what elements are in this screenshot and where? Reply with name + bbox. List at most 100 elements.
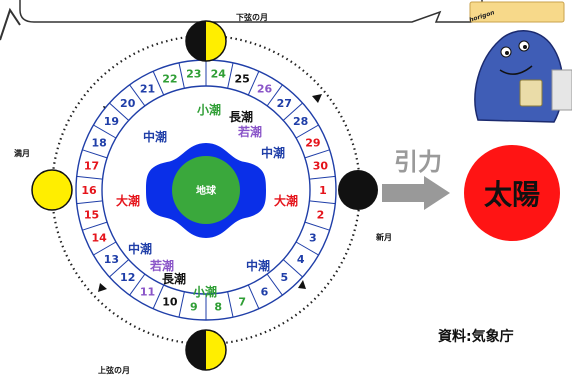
ring-divider — [93, 124, 117, 139]
ring-divider — [266, 84, 283, 107]
ring-day-number: 4 — [297, 253, 305, 266]
ring-divider — [82, 221, 108, 231]
ring-day-number: 29 — [305, 136, 320, 149]
orbit-arrow-icon — [312, 94, 322, 103]
ring-divider — [247, 71, 260, 96]
ring-day-number: 24 — [211, 68, 227, 81]
ring-day-number: 23 — [186, 68, 201, 81]
ring-divider — [109, 102, 130, 121]
third-quarter-label: 下弦の月 — [236, 12, 268, 22]
ring-day-number: 22 — [162, 73, 177, 86]
orbit-arrow-icon — [98, 283, 107, 292]
ring-day-number: 26 — [257, 83, 273, 96]
tide-small-lower: 小潮 — [193, 284, 217, 299]
earth-with-tidal-bulge: 地球 — [146, 143, 266, 238]
mascot-illustration: horigon — [468, 1, 572, 123]
ring-divider — [295, 124, 319, 139]
moon-full: 満月 — [14, 148, 73, 211]
ring-divider — [129, 84, 146, 107]
ring-divider — [266, 273, 283, 296]
ring-day-number: 10 — [162, 295, 178, 308]
new-moon-icon — [338, 170, 378, 210]
ring-day-number: 9 — [190, 300, 198, 313]
ring-day-number: 14 — [91, 232, 107, 245]
tide-long-upper: 長潮 — [229, 109, 253, 124]
mascot-sign — [469, 1, 565, 23]
ring-divider — [76, 175, 103, 180]
ring-divider — [227, 291, 234, 318]
sun-disc — [464, 145, 560, 241]
ring-day-number: 28 — [293, 115, 308, 128]
mascot-mouth — [499, 65, 533, 75]
ring-divider — [282, 259, 303, 278]
ring-day-number: 2 — [317, 208, 325, 221]
tide-small-upper: 小潮 — [197, 102, 221, 117]
earth-globe — [172, 156, 240, 224]
ring-divider — [76, 200, 103, 205]
ring-divider — [178, 62, 185, 89]
ring-day-number: 30 — [313, 160, 329, 173]
ring-day-number: 21 — [140, 83, 155, 96]
ring-day-number: 6 — [261, 285, 269, 298]
new-moon-label: 新月 — [376, 232, 392, 242]
ring-divider — [82, 149, 108, 159]
mascot-book — [519, 79, 543, 107]
ring-day-number: 11 — [140, 285, 155, 298]
ring-day-number: 19 — [104, 115, 119, 128]
tide-neap-lower-right: 中潮 — [246, 258, 270, 273]
tide-spring-left: 大潮 — [116, 193, 140, 208]
sun: 太陽 — [464, 145, 560, 241]
ring-divider — [93, 241, 117, 256]
ring-day-number: 18 — [91, 136, 106, 149]
ring-day-number: 15 — [84, 208, 99, 221]
tide-long-lower: 長潮 — [162, 271, 186, 286]
tide-neap-upper-right: 中潮 — [261, 145, 285, 160]
arrow-shaft — [382, 184, 426, 202]
ring-day-number: 12 — [120, 271, 135, 284]
ring-divider — [304, 221, 330, 231]
tide-neap-upper-left: 中潮 — [143, 129, 167, 144]
sun-label: 太陽 — [484, 178, 540, 211]
ring-day-number: 27 — [277, 97, 292, 110]
orbit-arrow-icon — [298, 280, 306, 289]
full-moon-label: 満月 — [14, 148, 30, 158]
bracket-mark — [0, 7, 21, 41]
ring-divider — [227, 62, 234, 89]
ring-divider — [109, 259, 130, 278]
ring-divider — [247, 284, 260, 309]
tide-young-lower: 若潮 — [149, 258, 174, 273]
ring-day-number: 16 — [81, 184, 97, 197]
gravity-arrow: 引力 — [382, 148, 450, 210]
ring-day-number: 3 — [309, 232, 317, 245]
ring-divider — [309, 175, 336, 180]
moon-new: 新月 — [338, 170, 392, 242]
moon-first-quarter: 上弦の月 — [98, 329, 227, 375]
ring-day-number: 8 — [214, 300, 222, 313]
ring-day-number: 1 — [319, 184, 327, 197]
ring-day-number: 25 — [234, 73, 249, 86]
source-caption: 資料:気象庁 — [438, 328, 514, 345]
moon-lit-half-icon — [206, 21, 226, 61]
ring-day-number: 13 — [104, 253, 119, 266]
moon-third-quarter: 下弦の月 — [185, 12, 268, 62]
earth-label: 地球 — [196, 184, 217, 197]
ring-divider — [295, 241, 319, 256]
mascot-board — [551, 69, 572, 111]
tide-neap-lower-left: 中潮 — [128, 241, 152, 256]
ring-divider — [309, 200, 336, 205]
arrow-head-icon — [424, 176, 450, 210]
ring-divider — [282, 102, 303, 121]
ring-day-number: 5 — [280, 271, 288, 284]
ring-day-number: 7 — [238, 295, 246, 308]
first-quarter-label: 上弦の月 — [98, 365, 130, 375]
ring-day-number: 17 — [84, 160, 99, 173]
force-label: 引力 — [394, 148, 442, 176]
ring-divider — [304, 149, 330, 159]
tide-young-upper: 若潮 — [237, 124, 262, 139]
ring-day-number: 20 — [120, 97, 136, 110]
full-moon-icon — [31, 169, 73, 211]
tide-spring-right: 大潮 — [274, 193, 298, 208]
moon-lit-half-icon — [206, 330, 226, 370]
ring-divider — [178, 291, 185, 318]
